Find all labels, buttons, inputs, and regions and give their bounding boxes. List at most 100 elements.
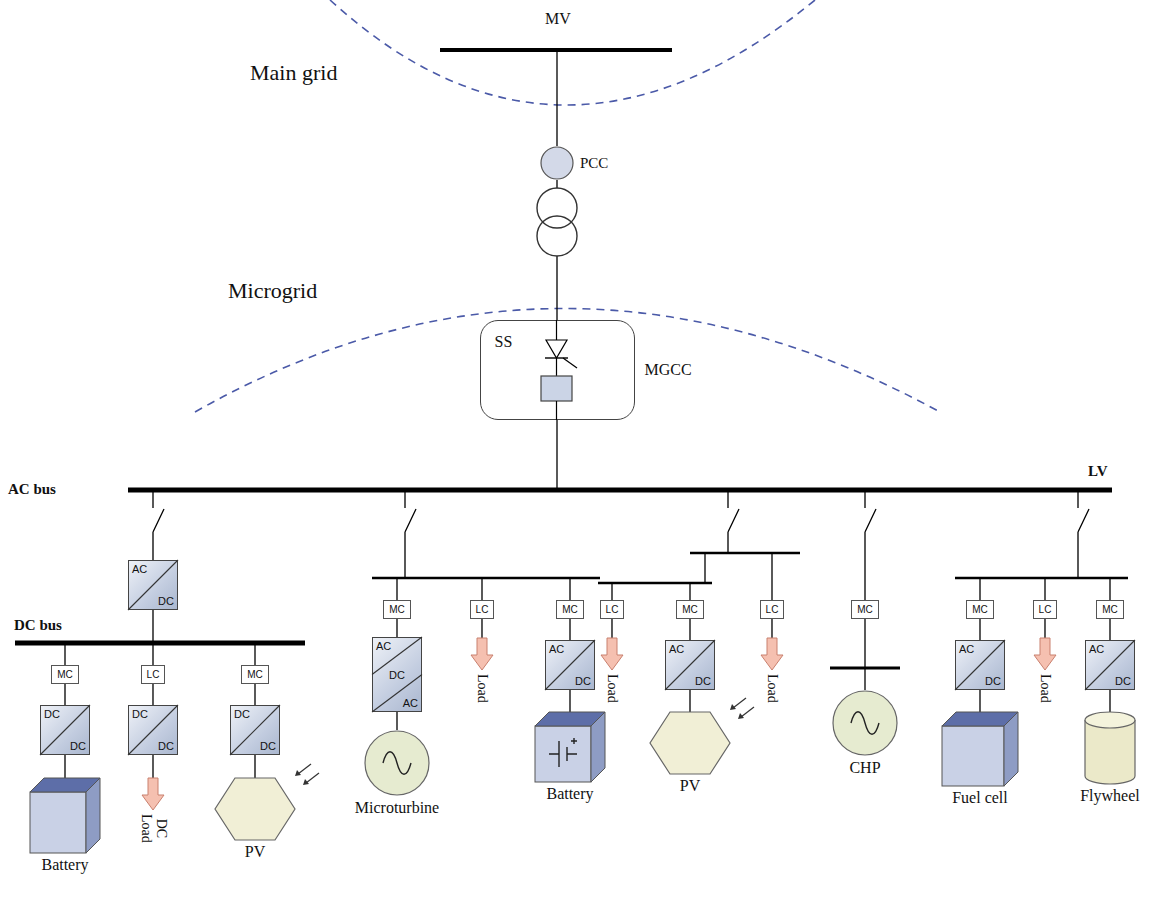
- load-arrow: [471, 638, 493, 670]
- wire-connector: [481, 619, 482, 638]
- wire: [481, 578, 482, 600]
- transformer-symbol: [537, 188, 577, 256]
- battery-cube: [535, 712, 605, 782]
- wire-connector: [396, 712, 397, 730]
- controller-box: MC: [676, 600, 704, 619]
- controller-box: MC: [676, 600, 704, 619]
- converter-label: AC: [669, 643, 684, 655]
- controller-box: MC: [966, 600, 994, 619]
- load-arrow: Load: [1034, 638, 1056, 703]
- controller-label: MC: [247, 668, 263, 681]
- battery-cube: [535, 726, 591, 782]
- thyristor-symbol: [545, 320, 577, 376]
- wire: [254, 643, 255, 665]
- generator-circle: [833, 691, 897, 755]
- wire-connector: [254, 755, 255, 778]
- bus-bar: [372, 577, 600, 580]
- controller-box: MC: [851, 600, 879, 619]
- wire-connector: [1044, 619, 1045, 638]
- converter-label: DC: [575, 675, 591, 687]
- load-arrow: [601, 638, 623, 670]
- load-arrow: [1034, 638, 1056, 670]
- transformer-symbol: [537, 216, 577, 256]
- converter-label: DC: [234, 708, 250, 720]
- converter-box: ACDC: [955, 640, 1005, 690]
- converter-diagonal: [1085, 640, 1135, 690]
- controller-label: LC: [476, 603, 489, 616]
- controller-box: MC: [241, 665, 269, 684]
- battery-symbol: [549, 738, 577, 767]
- converter-label: DC: [70, 740, 86, 752]
- controller-square: [541, 376, 572, 401]
- controller-label: MC: [389, 603, 405, 616]
- controller-box: MC: [51, 665, 79, 684]
- wire-connector: [396, 619, 397, 637]
- switch-symbol: [153, 490, 1089, 600]
- bus-bar: [598, 582, 712, 585]
- pcc-circle: [541, 147, 573, 179]
- bus-bar: [440, 48, 672, 52]
- converter-box: ACDC: [955, 640, 1005, 690]
- controller-box: LC: [760, 600, 785, 619]
- converter-box: DCDC: [40, 705, 90, 755]
- sunlight-arrows: [741, 707, 754, 717]
- controller-label: MC: [562, 603, 578, 616]
- boundary-arc: [330, 0, 815, 105]
- converter-diagonal: [128, 560, 178, 610]
- wire-connector: [569, 619, 570, 640]
- controller-box: MC: [383, 600, 411, 619]
- fuel-cell-cube: [942, 726, 1004, 786]
- wire: [569, 578, 570, 600]
- converter-label: DC: [260, 740, 276, 752]
- wire: [704, 553, 705, 583]
- controller-box: LC: [470, 600, 495, 619]
- device-label: CHP: [849, 759, 880, 777]
- controller-label: MC: [1102, 603, 1118, 616]
- device-label: Microturbine: [355, 799, 439, 817]
- load-label-box: DC Load: [138, 814, 169, 843]
- battery-cube: [30, 778, 100, 853]
- device-label: PV: [680, 777, 700, 795]
- controller-box: LC: [600, 600, 625, 619]
- wire: [556, 401, 557, 420]
- converter-box: DC DC: [230, 705, 280, 755]
- wire: [1044, 578, 1045, 600]
- generator-circle: Microturbine: [355, 730, 439, 817]
- sine-symbol: [383, 752, 411, 775]
- controller-box: MC: [51, 665, 79, 684]
- wire: [152, 610, 153, 643]
- converter-box: ACDC: [665, 640, 715, 690]
- wire-connector: [64, 684, 65, 705]
- pv-panel: PV: [215, 778, 295, 861]
- region-label: LV: [1088, 463, 1107, 480]
- wire-connector: [771, 619, 772, 638]
- converter-box: ACDC: [545, 640, 595, 690]
- controller-box: MC: [556, 600, 584, 619]
- thyristor-symbol: [563, 358, 577, 368]
- converter-label: DC: [132, 708, 148, 720]
- converter-box: ACDC: [128, 560, 178, 610]
- controller-label: MC: [682, 603, 698, 616]
- load-label: Load: [474, 674, 489, 703]
- converter-label: AC: [376, 640, 391, 652]
- controller-box: MC: [383, 600, 411, 619]
- controller-label: LC: [606, 603, 619, 616]
- battery-cube: Battery: [535, 712, 605, 803]
- bus-bar: [955, 577, 1128, 580]
- controller-label: MC: [857, 603, 873, 616]
- converter-label: DC: [1115, 675, 1131, 687]
- device-label: Fuel cell: [952, 789, 1008, 807]
- converter-diagonal: [230, 705, 280, 755]
- converter-box: ACDC: [1085, 640, 1135, 690]
- load-label: Load: [764, 674, 779, 703]
- wire-connector: [152, 755, 153, 778]
- wire-connector: [1109, 690, 1110, 712]
- switch-symbol: [865, 490, 876, 600]
- generator-circle: CHP: [832, 690, 898, 777]
- load-arrow: Load: [761, 638, 783, 703]
- wire: [64, 643, 65, 665]
- wire: [556, 50, 557, 146]
- controller-box: MC: [1096, 600, 1124, 619]
- controller-box: LC: [470, 600, 495, 619]
- converter-box: ACDC: [128, 560, 178, 610]
